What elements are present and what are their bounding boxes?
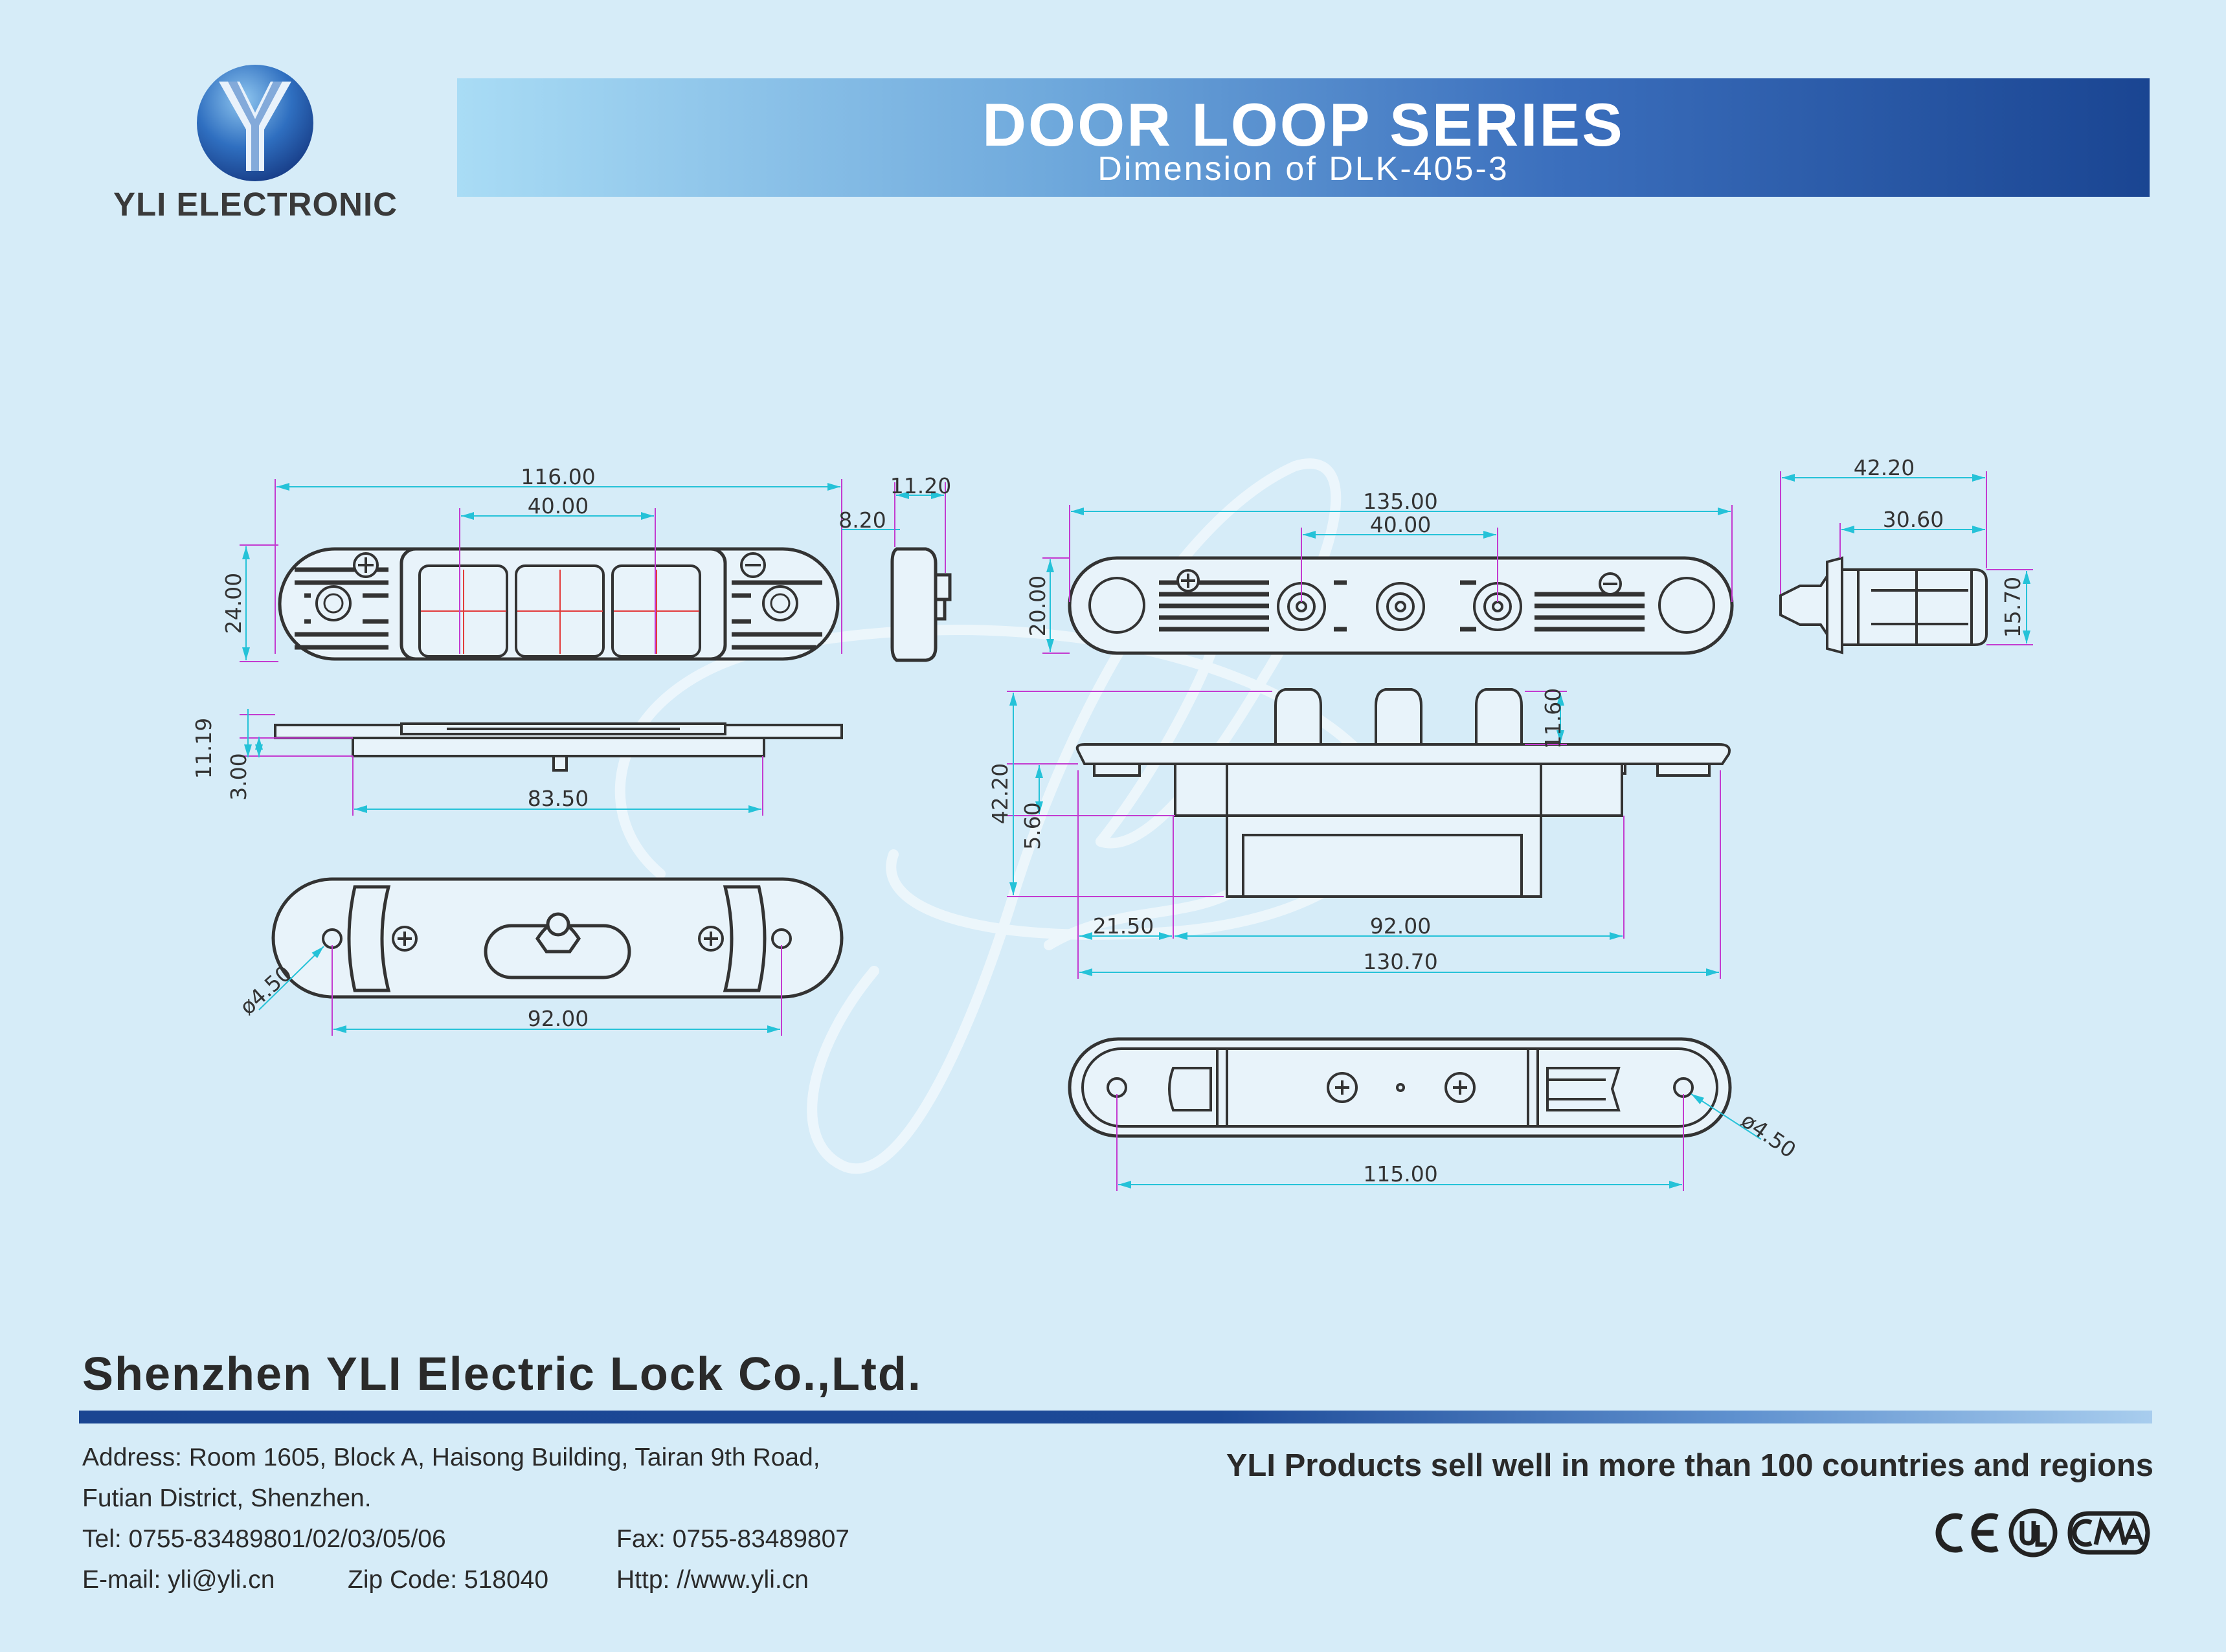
dim-text: 30.60 [1883,507,1944,532]
page-subtitle: Dimension of DLK-405-3 [1097,150,1509,188]
page-title: DOOR LOOP SERIES [982,91,1625,159]
brand-name: YLI ELECTRONIC [113,186,398,223]
dim-text: 5.60 [1020,802,1045,849]
dim-text: 24.00 [221,573,246,634]
view-a-side [890,547,952,662]
email: E-mail: yli@yli.cn [82,1566,275,1594]
footer-divider [79,1411,2152,1423]
dim-text: 21.50 [1093,913,1154,939]
view-b-side [1779,556,1988,654]
telephone: Tel: 0755-83489801/02/03/05/06 [82,1525,446,1553]
ul-mark-icon [2008,1508,2058,1557]
dim-text: 3.00 [226,753,251,800]
dim-text: 92.00 [528,1006,589,1031]
company-name: Shenzhen YLI Electric Lock Co.,Ltd. [82,1348,922,1400]
dim-text: 11.60 [1540,688,1566,749]
view-a-back [271,877,844,999]
dim-text: 20.00 [1025,575,1050,636]
dim-text: 130.70 [1363,949,1437,974]
dim-text: ø4.50 [1737,1108,1801,1163]
view-b-profile [1075,688,1731,898]
view-b-top [1068,556,1734,655]
slogan: YLI Products sell well in more than 100 … [1226,1448,2153,1483]
cma-mark-icon [2067,1511,2150,1555]
address-line-1: Address: Room 1605, Block A, Haisong Bui… [82,1444,820,1471]
yli-logo-icon [197,65,313,181]
dim-text: 40.00 [1370,512,1431,537]
address-line-2: Futian District, Shenzhen. [82,1484,372,1512]
dim-text: 15.70 [2000,577,2025,638]
fax: Fax: 0755-83489807 [616,1525,849,1553]
dim-text: ø4.50 [234,961,297,1020]
dim-text: 83.50 [528,786,589,811]
dim-text: 92.00 [1370,913,1431,939]
dim-text: 115.00 [1363,1161,1437,1187]
dim-text: 11.19 [191,718,216,779]
view-a-profile [274,722,843,772]
dim-text: 42.20 [1854,455,1915,480]
dim-text: 11.20 [890,473,951,498]
dim-text: 135.00 [1363,489,1437,514]
website-link[interactable]: Http: //www.yli.cn [616,1566,809,1594]
view-b-back [1068,1037,1732,1138]
view-a-top [278,547,840,661]
dim-text: 42.20 [987,763,1013,824]
dim-text: 40.00 [528,493,589,519]
zip-code: Zip Code: 518040 [348,1566,549,1594]
title-banner: DOOR LOOP SERIES Dimension of DLK-405-3 [457,78,2150,197]
certification-marks [1935,1508,2150,1557]
dim-text: 116.00 [521,464,595,489]
view-a-top-extensions [240,479,842,662]
ce-mark-icon [1935,1513,1999,1553]
dim-text: 8.20 [838,508,886,533]
